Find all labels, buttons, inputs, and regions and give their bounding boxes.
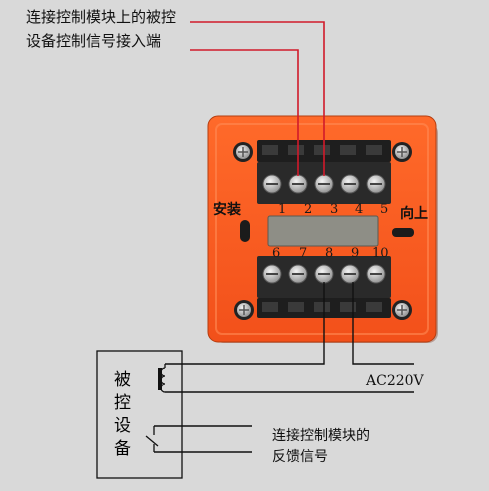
label-window [267,215,379,247]
mount-screw-top-left [233,142,253,162]
module-inner-rim [215,123,429,335]
controlled-device-box [96,350,183,479]
terminal-screw-8 [314,264,334,284]
signal-wire-to-terminal-2 [190,49,299,176]
mount-screw-bottom-right [392,300,412,320]
terminal-number-3: 3 [330,202,339,217]
terminal-number-5: 5 [380,202,389,217]
ac220v-label: AC220V [366,373,424,389]
mount-screw-bottom-left [234,300,254,320]
terminal-screw-4 [340,174,360,194]
terminal-number-8: 8 [325,246,334,261]
terminal-screw-10 [366,264,386,284]
device-label-char-2: 控 [114,393,131,413]
terminal-screw-7 [288,264,308,284]
terminal-screw-1 [262,174,282,194]
feedback-label-line1: 连接控制模块的 [272,428,370,444]
terminal-number-4: 4 [355,202,364,217]
terminal-screw-2 [288,174,308,194]
wire-terminal-9-ac220v [352,282,414,365]
signal-wire-to-terminal-3 [190,21,325,176]
feedback-label-line2: 反馈信号 [272,449,328,465]
terminal-number-1: 1 [278,202,287,217]
terminal-screw-5 [366,174,386,194]
up-direction-label: 向上 [400,206,428,222]
terminal-screw-3 [314,174,334,194]
device-label-char-3: 设 [114,416,131,436]
output-wires [154,282,414,453]
terminal-screw-6 [262,264,282,284]
bottom-terminal-screws [262,264,386,284]
coil-icon [158,364,166,393]
install-slot [240,220,250,242]
terminal-number-10: 10 [372,246,389,261]
terminal-number-9: 9 [351,246,360,261]
device-label-char-1: 被 [114,370,131,390]
terminal-number-6: 6 [272,246,281,261]
wire-terminal-8-to-coil [165,282,325,365]
switch-contact-icon [145,426,159,452]
signal-input-label-line1: 连接控制模块上的被控 [26,8,177,26]
mount-screw-top-right [392,142,412,162]
signal-input-label-line2: 设备控制信号接入端 [26,32,162,50]
terminal-number-7: 7 [299,246,308,261]
device-label-char-4: 备 [114,439,131,459]
terminal-number-2: 2 [304,202,313,217]
signal-wires [190,21,325,176]
up-slot [392,228,414,237]
install-label: 安装 [213,202,241,218]
terminal-screw-9 [340,264,360,284]
